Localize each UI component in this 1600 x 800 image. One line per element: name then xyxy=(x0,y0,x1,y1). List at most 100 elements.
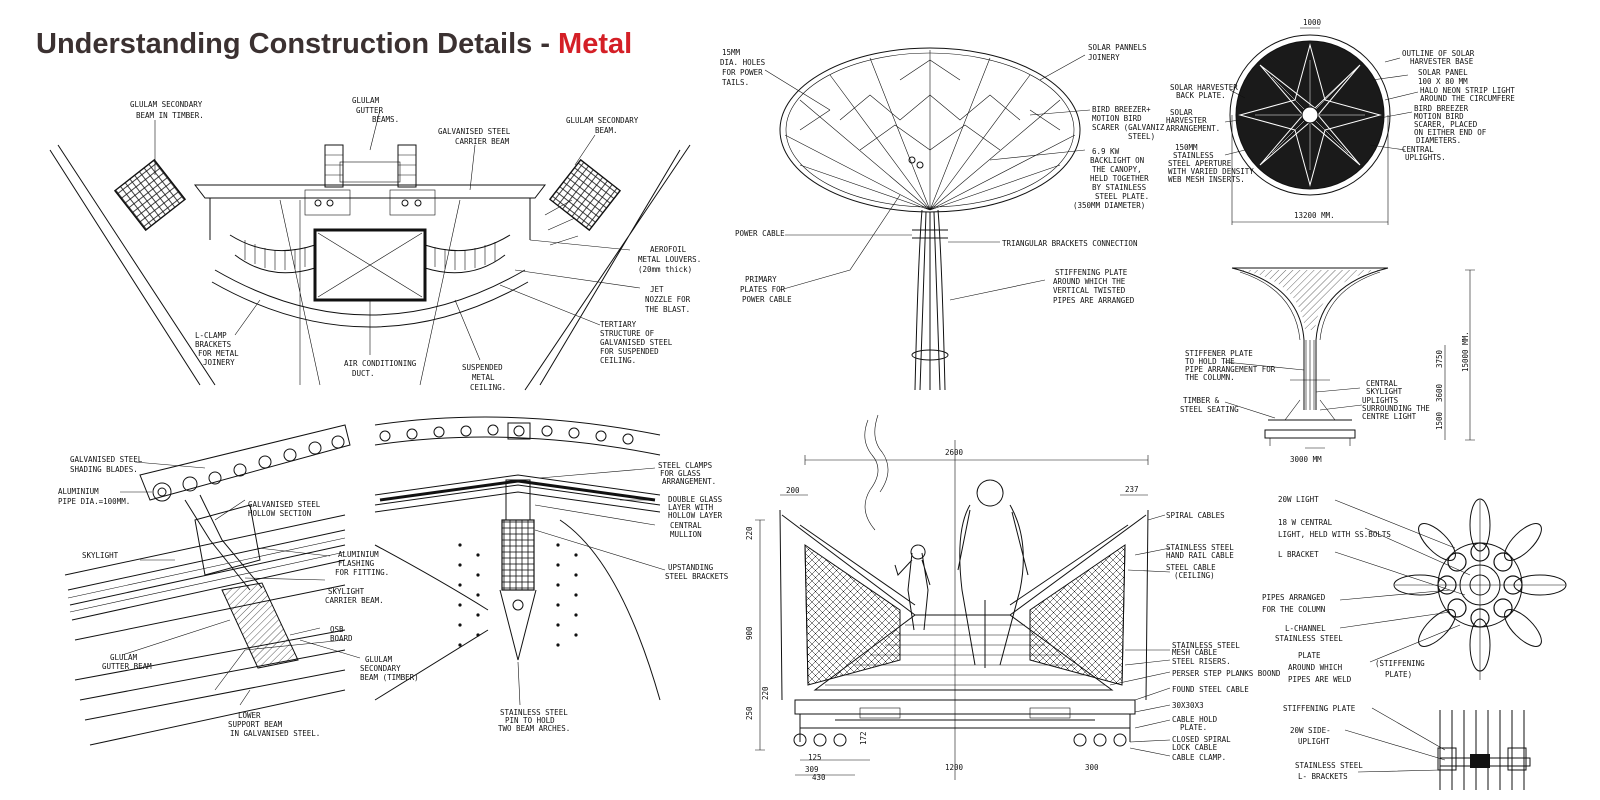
d7-label: STAINLESS STEEL xyxy=(1275,634,1343,643)
d3-dimension: 3600 xyxy=(1435,383,1444,402)
d2-label: MOTION BIRD xyxy=(1092,114,1142,123)
d3-label: SOLAR HARVESTER xyxy=(1170,83,1238,92)
d7-label: L-CHANNEL xyxy=(1285,624,1326,633)
d3-label: AROUND THE CIRCUMFERE xyxy=(1420,94,1515,103)
d6-label: 30X30X3 xyxy=(1172,701,1204,710)
d5-label: ARRANGEMENT. xyxy=(662,477,716,486)
d5-label: PIN TO HOLD xyxy=(505,716,555,725)
d3-label: STIFFENER PLATE xyxy=(1185,349,1253,358)
d2-label: STEEL PLATE. xyxy=(1095,192,1149,201)
d5-label: STEEL CLAMPS xyxy=(658,461,713,470)
detail-lamp-column: 20W LIGHT 18 W CENTRAL LIGHT, HELD WITH … xyxy=(1262,495,1567,790)
d1-label: BRACKETS xyxy=(195,340,232,349)
d3-label: STEEL SEATING xyxy=(1180,405,1239,414)
title-accent-text: Metal xyxy=(558,28,633,60)
detail-glass-mullion: STEEL CLAMPS FOR GLASS ARRANGEMENT. DOUB… xyxy=(374,416,729,733)
d1-label: GALVANISED STEEL xyxy=(438,127,511,136)
d6-dimension: 250 xyxy=(745,706,754,720)
d2-label: STEEL) xyxy=(1128,132,1155,141)
d3-label: SOLAR xyxy=(1170,108,1193,117)
d6-dimension: 2600 xyxy=(945,448,964,457)
d3-label: CENTRAL xyxy=(1366,379,1398,388)
d2-label: TRIANGULAR BRACKETS CONNECTION xyxy=(1002,239,1137,248)
d1-label: DUCT. xyxy=(352,369,375,378)
d4-label: PIPE DIA.=100MM. xyxy=(58,497,130,506)
d7-label: (STIFFENING xyxy=(1375,659,1425,668)
d3-label: STAINLESS xyxy=(1173,151,1214,160)
d2-label: SCARER (GALVANIZ xyxy=(1092,123,1165,132)
d3-label: HARVESTER xyxy=(1166,116,1207,125)
d3-label: SKYLIGHT xyxy=(1366,387,1403,396)
d4-label: SKYLIGHT xyxy=(82,551,119,560)
d7-label: 20W LIGHT xyxy=(1278,495,1319,504)
d5-label: STEEL BRACKETS xyxy=(665,572,729,581)
d5-label: FOR GLASS xyxy=(660,469,701,478)
d3-dimension: 3750 xyxy=(1435,349,1444,368)
d6-dimension: 200 xyxy=(786,486,800,495)
d3-dimension: 15000 MM. xyxy=(1461,331,1470,372)
d7-label: 20W SIDE- xyxy=(1290,726,1331,735)
d2-label: POWER CABLE xyxy=(742,295,792,304)
d3-label: 150MM xyxy=(1175,143,1198,152)
d3-label: BIRD BREEZER xyxy=(1414,104,1469,113)
d7-label: AROUND WHICH xyxy=(1288,663,1343,672)
d1-label: GLULAM SECONDARY xyxy=(566,116,639,125)
detail-skylight-blades: GALVANISED STEEL SHADING BLADES. ALUMINI… xyxy=(58,424,419,746)
d6-label: CLOSED SPIRAL xyxy=(1172,735,1231,744)
d3-label: WEB MESH INSERTS. xyxy=(1168,175,1245,184)
d1-label: GALVANISED STEEL xyxy=(600,338,673,347)
d2-label: PLATES FOR xyxy=(740,285,786,294)
d5-label: HOLLOW LAYER xyxy=(668,511,723,520)
d4-label: SECONDARY xyxy=(360,664,401,673)
d7-label: PLATE) xyxy=(1385,670,1412,679)
d1-label: BEAM. xyxy=(595,126,618,135)
d2-label: STIFFENING PLATE xyxy=(1055,268,1128,277)
d4-label: CARRIER BEAM. xyxy=(325,596,384,605)
d4-label: GLULAM xyxy=(365,655,393,664)
d5-label: MULLION xyxy=(670,530,702,539)
d2-label: SOLAR PANNELS xyxy=(1088,43,1147,52)
d6-label: SPIRAL CABLES xyxy=(1166,511,1225,520)
d6-label: MESH CABLE xyxy=(1172,648,1218,657)
d2-label: VERTICAL TWISTED xyxy=(1053,286,1126,295)
d4-label: ALUMINIUM xyxy=(338,550,379,559)
d2-label: 15MM xyxy=(722,48,741,57)
d1-label: GUTTER xyxy=(356,106,384,115)
d5-label: DOUBLE GLASS xyxy=(668,495,723,504)
d1-label: AIR CONDITIONING xyxy=(344,359,417,368)
d3-dimension: 13200 MM. xyxy=(1294,211,1335,220)
d3-label: ARRANGEMENT. xyxy=(1166,124,1220,133)
d6-label: CABLE CLAMP. xyxy=(1172,753,1226,762)
d7-label: STAINLESS STEEL xyxy=(1295,761,1363,770)
d6-label: PLATE. xyxy=(1180,723,1207,732)
d6-label: LOCK CABLE xyxy=(1172,743,1218,752)
d6-label: STAINLESS STEEL xyxy=(1166,543,1234,552)
d4-label: ALUMINIUM xyxy=(58,487,99,496)
d3-label: SOLAR PANEL xyxy=(1418,68,1468,77)
d5-label: LAYER WITH xyxy=(668,503,714,512)
d3-label: DIAMETERS. xyxy=(1416,136,1461,145)
title-main-text: Understanding Construction Details - xyxy=(36,28,559,60)
d2-label: BACKLIGHT ON xyxy=(1090,156,1144,165)
d5-label: UPSTANDING xyxy=(668,563,714,572)
d2-label: PRIMARY xyxy=(745,275,777,284)
d6-dimension: 220 xyxy=(761,686,770,700)
d4-label: SUPPORT BEAM xyxy=(228,720,283,729)
d2-label: AROUND WHICH THE xyxy=(1053,277,1126,286)
d2-label: FOR POWER xyxy=(722,68,763,77)
d3-label: HALO NEON STRIP LIGHT xyxy=(1420,86,1515,95)
d1-label: CARRIER BEAM xyxy=(455,137,510,146)
d4-label: FLASHING xyxy=(338,559,375,568)
d4-label: LOWER xyxy=(238,711,261,720)
d2-label: BIRD BREEZER+ xyxy=(1092,105,1151,114)
d6-label: STAINLESS STEEL xyxy=(1172,641,1240,650)
d3-label: SURROUNDING THE xyxy=(1362,404,1430,413)
d1-label: CEILING. xyxy=(470,383,506,392)
d7-label: PIPES ARRANGED xyxy=(1262,593,1326,602)
d1-label: BEAM IN TIMBER. xyxy=(136,111,204,120)
d1-label: NOZZLE FOR xyxy=(645,295,691,304)
d1-label: FOR SUSPENDED xyxy=(600,347,659,356)
d6-label: CABLE HOLD xyxy=(1172,715,1218,724)
d2-label: PIPES ARE ARRANGED xyxy=(1053,296,1135,305)
